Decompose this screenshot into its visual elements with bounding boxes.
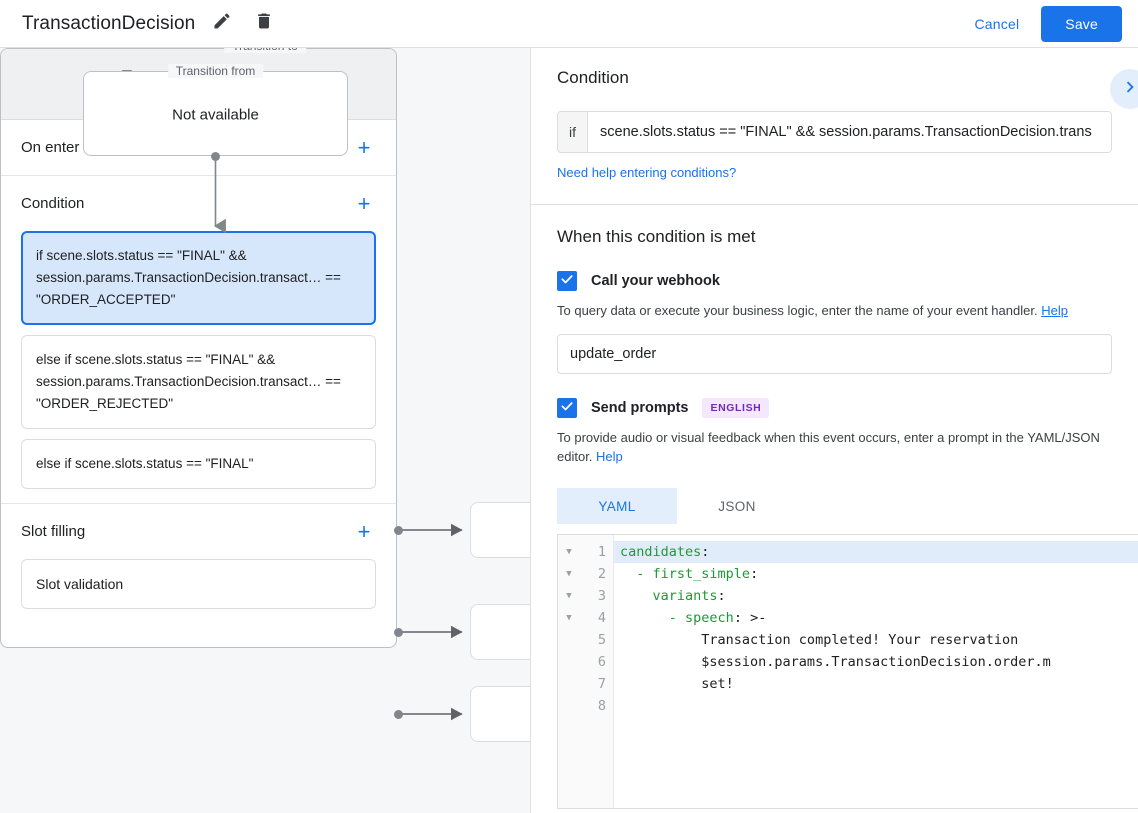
prompts-description-text: To provide audio or visual feedback when… bbox=[557, 430, 1100, 464]
prompts-description: To provide audio or visual feedback when… bbox=[557, 428, 1112, 466]
section-header-condition: Condition + bbox=[21, 176, 376, 231]
condition-connector-dot-1 bbox=[394, 526, 403, 535]
code-line: set! bbox=[620, 676, 734, 692]
save-button[interactable]: Save bbox=[1041, 5, 1122, 42]
call-webhook-checkbox[interactable] bbox=[557, 271, 577, 291]
editor-format-tabs: YAML JSON bbox=[557, 488, 1112, 524]
send-prompts-checkbox[interactable] bbox=[557, 398, 577, 418]
line-number: 8 bbox=[597, 698, 606, 714]
section-header-on-enter: On enter + bbox=[21, 120, 376, 175]
condition-input-row: if bbox=[557, 111, 1112, 153]
check-icon bbox=[560, 272, 574, 291]
editor-fold-column: ▼ ▼ ▼ ▼ bbox=[558, 535, 580, 808]
condition-connector-dot-2 bbox=[394, 628, 403, 637]
prompts-help-link[interactable]: Help bbox=[596, 449, 623, 464]
scene-graph-canvas[interactable]: Transition from Not available Transition… bbox=[0, 48, 531, 813]
transition-from-value: Not available bbox=[172, 106, 259, 124]
section-header-slot-filling: Slot filling + bbox=[21, 504, 376, 559]
section-slot-filling: Slot filling + Slot validation bbox=[1, 504, 396, 623]
language-badge: ENGLISH bbox=[702, 398, 770, 418]
detail-panel: Condition if Need help entering conditio… bbox=[531, 48, 1138, 813]
line-number: 4 bbox=[597, 610, 606, 626]
fold-spacer bbox=[558, 651, 580, 673]
line-number: 5 bbox=[597, 632, 606, 648]
fold-toggle[interactable]: ▼ bbox=[566, 547, 572, 557]
if-prefix-label: if bbox=[558, 112, 588, 152]
condition-list: if scene.slots.status == "FINAL" && sess… bbox=[21, 231, 376, 503]
need-help-conditions-link[interactable]: Need help entering conditions? bbox=[557, 165, 737, 180]
transition-from-legend: Transition from bbox=[167, 64, 264, 78]
condition-card-3[interactable]: else if scene.slots.status == "FINAL" bbox=[21, 439, 376, 489]
fold-toggle[interactable]: ▼ bbox=[566, 613, 572, 623]
line-number: 3 bbox=[597, 588, 606, 604]
cancel-button[interactable]: Cancel bbox=[959, 7, 1036, 41]
condition-connector-dot-3 bbox=[394, 710, 403, 719]
pencil-icon bbox=[212, 11, 232, 36]
code-line bbox=[614, 695, 1138, 717]
slot-filling-list: Slot validation bbox=[21, 559, 376, 623]
slot-validation-card[interactable]: Slot validation bbox=[21, 559, 376, 609]
call-webhook-label: Call your webhook bbox=[591, 273, 720, 289]
line-number: 2 bbox=[597, 566, 606, 582]
add-condition-icon[interactable]: + bbox=[357, 190, 371, 216]
yaml-editor[interactable]: ▼ ▼ ▼ ▼ 1 2 3 4 5 6 7 8 candidates: - fi… bbox=[557, 534, 1138, 809]
editor-code-area[interactable]: candidates: - first_simple: variants: - … bbox=[614, 535, 1138, 808]
code-line: variants: bbox=[652, 588, 726, 604]
target-node-3[interactable] bbox=[470, 686, 530, 742]
section-label-on-enter: On enter bbox=[21, 139, 80, 156]
line-number: 6 bbox=[597, 654, 606, 670]
header-actions: Cancel Save bbox=[959, 5, 1122, 42]
condition-expression-input[interactable] bbox=[588, 112, 1111, 152]
code-line: $session.params.TransactionDecision.orde… bbox=[620, 654, 1051, 670]
connector-dot-from bbox=[211, 152, 220, 161]
send-prompts-row: Send prompts ENGLISH bbox=[557, 398, 1112, 418]
section-on-enter: On enter + bbox=[1, 120, 396, 176]
target-node-1[interactable] bbox=[470, 502, 530, 558]
editor-line-numbers: 1 2 3 4 5 6 7 8 bbox=[580, 535, 614, 808]
transition-from-node[interactable]: Transition from Not available bbox=[83, 64, 348, 156]
fold-toggle[interactable]: ▼ bbox=[566, 569, 572, 579]
webhook-description-text: To query data or execute your business l… bbox=[557, 303, 1038, 318]
page-title: TransactionDecision bbox=[22, 12, 196, 34]
webhook-description: To query data or execute your business l… bbox=[557, 301, 1112, 320]
section-condition: Condition + if scene.slots.status == "FI… bbox=[1, 176, 396, 504]
section-label-condition: Condition bbox=[21, 195, 85, 212]
add-slot-filling-icon[interactable]: + bbox=[357, 518, 371, 544]
fold-spacer bbox=[558, 673, 580, 695]
when-condition-met-section: When this condition is met Call your web… bbox=[531, 205, 1138, 524]
code-line: candidates: bbox=[614, 541, 1138, 563]
fold-spacer bbox=[558, 629, 580, 651]
trash-icon bbox=[254, 11, 274, 36]
target-node-2[interactable] bbox=[470, 604, 530, 660]
condition-card-1[interactable]: if scene.slots.status == "FINAL" && sess… bbox=[21, 231, 376, 325]
call-webhook-row: Call your webhook bbox=[557, 271, 1112, 291]
code-line: - speech: >- bbox=[668, 610, 767, 626]
line-number: 1 bbox=[597, 544, 606, 560]
condition-section-title: Condition bbox=[557, 68, 629, 87]
webhook-help-link[interactable]: Help bbox=[1041, 303, 1068, 318]
fold-toggle[interactable]: ▼ bbox=[566, 591, 572, 601]
code-line: Transaction completed! Your reservation bbox=[620, 632, 1019, 648]
send-prompts-label: Send prompts bbox=[591, 400, 689, 416]
body: Transition from Not available Transition… bbox=[0, 48, 1138, 813]
tab-json[interactable]: JSON bbox=[677, 488, 797, 524]
add-on-enter-icon[interactable]: + bbox=[357, 134, 371, 160]
event-handler-input[interactable] bbox=[557, 334, 1112, 374]
code-line: - first_simple: bbox=[636, 566, 759, 582]
check-icon bbox=[560, 399, 574, 418]
condition-card-2[interactable]: else if scene.slots.status == "FINAL" &&… bbox=[21, 335, 376, 429]
expand-panel-button[interactable] bbox=[1110, 69, 1138, 109]
delete-button[interactable] bbox=[249, 9, 279, 39]
transition-to-legend: Transition to bbox=[224, 48, 306, 53]
app-header: TransactionDecision Cancel Save bbox=[0, 0, 1138, 48]
section-label-slot-filling: Slot filling bbox=[21, 523, 86, 540]
tab-yaml[interactable]: YAML bbox=[557, 488, 677, 524]
when-condition-met-title: When this condition is met bbox=[557, 227, 756, 246]
condition-section: Condition if Need help entering conditio… bbox=[531, 48, 1138, 205]
fold-spacer bbox=[558, 695, 580, 717]
chevron-right-icon bbox=[1119, 76, 1138, 103]
edit-name-button[interactable] bbox=[207, 9, 237, 39]
line-number: 7 bbox=[597, 676, 606, 692]
